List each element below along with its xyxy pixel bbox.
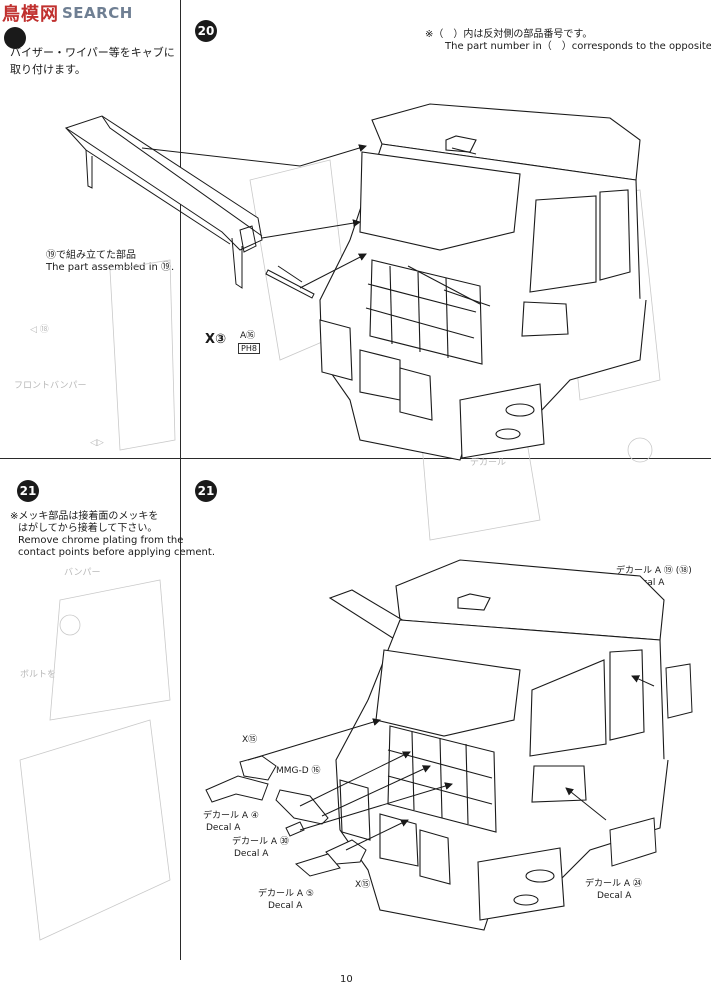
decal-a30-en: Decal A bbox=[234, 849, 269, 859]
column-divider bbox=[180, 0, 181, 960]
step-21-badge: 21 bbox=[195, 480, 217, 502]
step-21-number: 21 bbox=[197, 484, 215, 498]
decal-parts-21 bbox=[205, 663, 693, 877]
chrome-note-en-line2: contact points before applying cement. bbox=[18, 547, 215, 558]
decal-a4-shape bbox=[205, 775, 269, 803]
decal-a24-en: Decal A bbox=[597, 891, 632, 901]
step-20-number: 20 bbox=[197, 24, 215, 38]
opposite-side-note-en: The part number in（ ）corresponds to the … bbox=[445, 41, 711, 52]
assembled-part-en: The part assembled in ⑲. bbox=[46, 262, 175, 273]
row-divider bbox=[0, 458, 711, 459]
watermark-word: SEARCH bbox=[62, 4, 133, 22]
chrome-bracket-top bbox=[239, 755, 277, 781]
decal-a5-shape bbox=[294, 853, 341, 877]
cab-21-drawing bbox=[328, 559, 669, 931]
chrome-note-jp-line1: ※メッキ部品は接着面のメッキを bbox=[10, 511, 159, 522]
chrome-note-en-line1: Remove chrome plating from the bbox=[18, 535, 184, 546]
wiper-drawing bbox=[265, 265, 315, 299]
watermark-glyphs: 鳥模网 bbox=[2, 4, 59, 25]
step-19-badge bbox=[4, 27, 26, 49]
watermark-logo: 鳥模网 SEARCH bbox=[2, 2, 133, 25]
part-x3-label: X③ bbox=[205, 332, 227, 347]
decal-a4-jp: デカール A ④ bbox=[203, 811, 259, 821]
step-19-instruction-line1: バイザー・ワイパー等をキャブに bbox=[10, 46, 175, 59]
decal-a5-en: Decal A bbox=[268, 901, 303, 911]
decal-a30-shape bbox=[285, 821, 305, 837]
step-21-left-number: 21 bbox=[19, 484, 37, 498]
visor-drawing bbox=[64, 115, 263, 289]
cab-20-wipers bbox=[407, 265, 491, 307]
decal-a19-jp: デカール A ⑲ (⑱) bbox=[616, 566, 692, 576]
cab-20-drawing bbox=[319, 103, 647, 461]
decal-a4-en: Decal A bbox=[206, 823, 241, 833]
decal-a19-shape bbox=[665, 663, 693, 719]
x15-bottom-label: X⑮ bbox=[355, 880, 371, 890]
step-19-instruction-line2: 取り付けます。 bbox=[10, 63, 86, 76]
decal-a5-jp: デカール A ⑤ bbox=[258, 889, 314, 899]
decal-a30-jp: デカール A ㉚ bbox=[232, 837, 289, 847]
x15-top-label: X⑮ bbox=[242, 735, 258, 745]
opposite-side-note-jp: ※（ ）内は反対側の部品番号です。 bbox=[425, 29, 593, 40]
step-21-left-badge: 21 bbox=[17, 480, 39, 502]
page-number: 10 bbox=[340, 974, 353, 985]
mmg-d-grille-trim bbox=[275, 789, 329, 825]
step-20-badge: 20 bbox=[195, 20, 217, 42]
chrome-note-jp-line2: はがしてから接着して下さい。 bbox=[18, 523, 158, 534]
decal-a24-shape bbox=[609, 817, 657, 867]
part-ph8-box: PH8 bbox=[238, 343, 260, 354]
part-ph8-label: PH8 bbox=[238, 343, 260, 355]
mmg-d16-label: MMG-D ⑯ bbox=[276, 766, 321, 776]
step-20-arrows bbox=[141, 144, 367, 289]
assembled-part-jp: ⑲で組み立てた部品 bbox=[46, 250, 136, 261]
step-21-arrows bbox=[247, 675, 655, 851]
part-a16-label: A⑯ bbox=[240, 331, 256, 341]
decal-a24-jp: デカール A ㉔ bbox=[585, 879, 642, 889]
